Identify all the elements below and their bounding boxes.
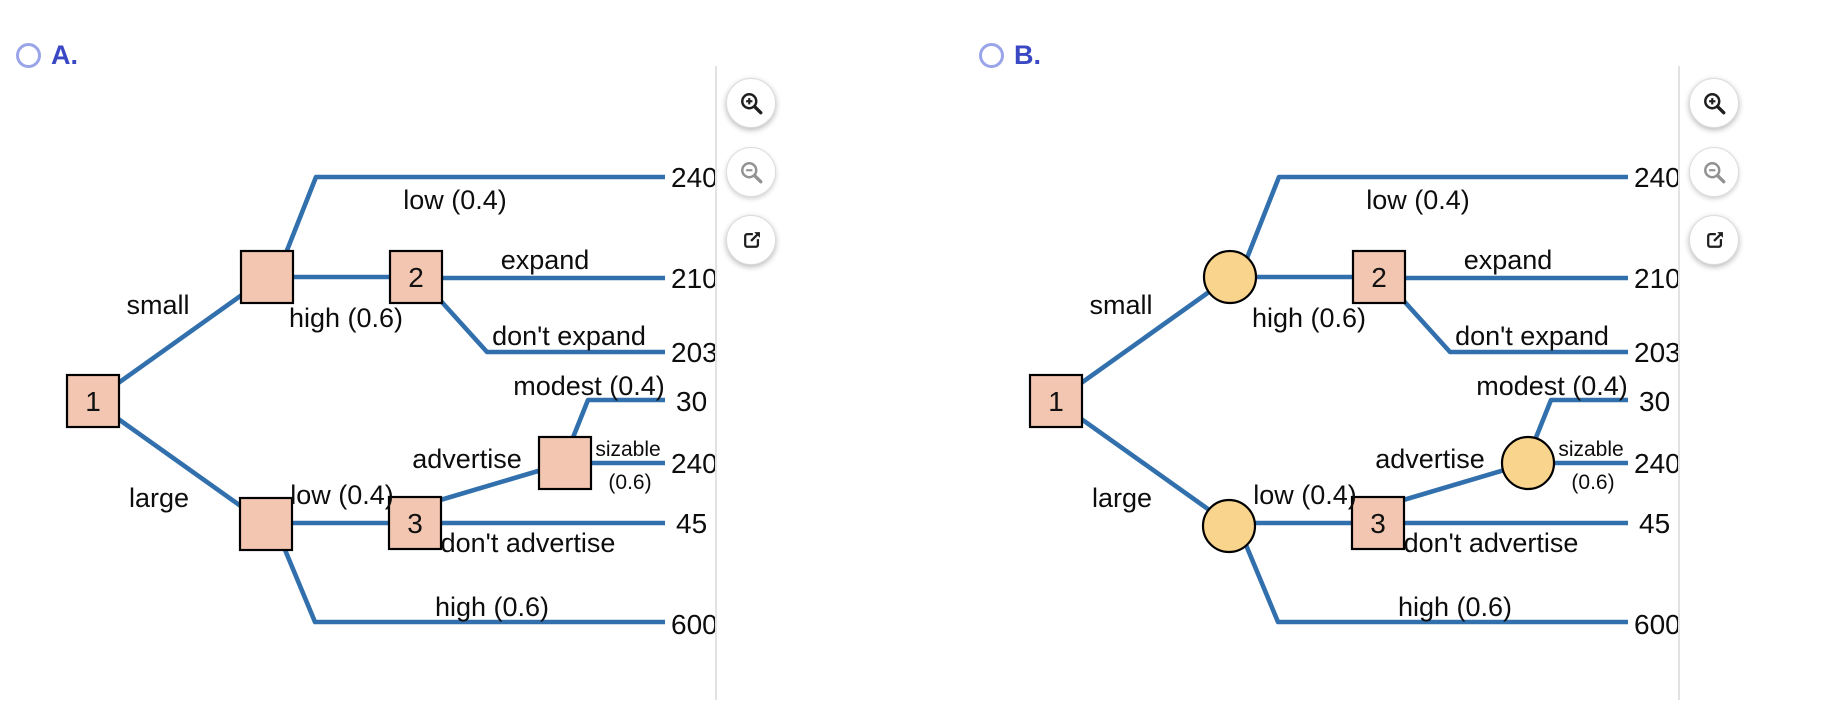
option-panel-b: B. <box>963 0 1763 708</box>
payoff-expand: 210 <box>1634 263 1681 294</box>
branch-label-dont-expand: don't expand <box>1455 321 1609 351</box>
option-panel-a: A. <box>0 0 800 708</box>
branch-label-sizable: sizable <box>1558 438 1623 461</box>
decision-tree-b: 1 2 3 small large low (0.4) high (0.6) e… <box>1028 162 1681 640</box>
payoff-low-small: 240 <box>1634 162 1681 193</box>
branch-label-large: large <box>129 483 189 513</box>
zoom-out-button[interactable] <box>726 147 776 197</box>
tree-payoffs: 240 210 203 30 240 45 600 <box>1634 162 1681 640</box>
branch-label-sizable-prob: (0.6) <box>608 471 651 494</box>
open-in-new-icon <box>743 231 760 248</box>
zoom-in-button[interactable] <box>1689 78 1739 128</box>
node-3-number: 3 <box>407 508 423 539</box>
branch-label-dont-advertise: don't advertise <box>1404 528 1579 558</box>
open-in-new-icon <box>1706 231 1723 248</box>
branch-label-low-large: low (0.4) <box>290 480 394 510</box>
branch-label-high-small: high (0.6) <box>289 303 403 333</box>
zoom-in-button[interactable] <box>726 78 776 128</box>
branch-label-high-large: high (0.6) <box>1398 592 1512 622</box>
chance-node-large <box>1201 498 1257 554</box>
branch-label-low-large: low (0.4) <box>1253 480 1357 510</box>
branch-label-high-large: high (0.6) <box>435 592 549 622</box>
zoom-in-icon <box>1703 92 1725 114</box>
tree-labels: small large low (0.4) high (0.6) expand … <box>126 185 664 622</box>
branch-label-low-small: low (0.4) <box>1366 185 1470 215</box>
decision-tree-a: 1 2 3 small large low (0.4) high (0.6) e… <box>65 162 718 640</box>
payoff-sizable: 240 <box>1634 448 1681 479</box>
tree-payoffs: 240 210 203 30 240 45 600 <box>671 162 718 640</box>
branch-label-large: large <box>1092 483 1152 513</box>
decision-node-1 <box>65 373 121 429</box>
payoff-dont-advertise: 45 <box>1639 508 1670 539</box>
node-2-number: 2 <box>408 262 424 293</box>
payoff-low-small: 240 <box>671 162 718 193</box>
option-a-radio[interactable] <box>16 43 41 68</box>
node-3-number: 3 <box>1370 508 1386 539</box>
payoff-high-large: 600 <box>1634 609 1681 640</box>
branch-label-advertise: advertise <box>1375 444 1485 474</box>
decision-node-1 <box>1028 373 1084 429</box>
open-in-new-button[interactable] <box>1689 215 1739 265</box>
node-1-number: 1 <box>85 386 101 417</box>
branch-label-small: small <box>1089 290 1152 320</box>
zoom-in-icon <box>740 92 762 114</box>
option-a-label: A. <box>51 40 78 70</box>
viewer-right-edge <box>715 66 717 700</box>
zoom-out-button[interactable] <box>1689 147 1739 197</box>
payoff-dont-advertise: 45 <box>676 508 707 539</box>
node-2-number: 2 <box>1371 262 1387 293</box>
node-1-number: 1 <box>1048 386 1064 417</box>
chance-node-large <box>238 496 294 552</box>
branch-label-sizable-prob: (0.6) <box>1571 471 1614 494</box>
zoom-out-icon <box>740 161 762 183</box>
payoff-dont-expand: 203 <box>1634 337 1681 368</box>
tree-nodes: 1 2 3 <box>1028 249 1556 554</box>
tree-viewport-a[interactable]: 1 2 3 small large low (0.4) high (0.6) e… <box>0 0 800 708</box>
decision-node-2 <box>388 249 444 305</box>
answer-choice-b: B. <box>979 40 1041 71</box>
branch-label-small: small <box>126 290 189 320</box>
branch-label-advertise: advertise <box>412 444 522 474</box>
branch-label-dont-expand: don't expand <box>492 321 646 351</box>
payoff-expand: 210 <box>671 263 718 294</box>
tree-viewport-b[interactable]: 1 2 3 small large low (0.4) high (0.6) e… <box>963 0 1763 708</box>
branch-label-expand: expand <box>1464 245 1553 275</box>
answer-choice-a: A. <box>16 40 78 71</box>
decision-node-2 <box>1351 249 1407 305</box>
branch-label-sizable: sizable <box>595 438 660 461</box>
open-in-new-button[interactable] <box>726 215 776 265</box>
chance-node-small <box>239 249 295 305</box>
payoff-modest: 30 <box>1639 386 1670 417</box>
tree-labels: small large low (0.4) high (0.6) expand … <box>1089 185 1627 622</box>
payoff-dont-expand: 203 <box>671 337 718 368</box>
branch-label-modest: modest (0.4) <box>1476 371 1628 401</box>
zoom-out-icon <box>1703 161 1725 183</box>
payoff-high-large: 600 <box>671 609 718 640</box>
payoff-modest: 30 <box>676 386 707 417</box>
chance-node-advertise <box>1500 435 1556 491</box>
option-b-radio[interactable] <box>979 43 1004 68</box>
branch-label-dont-advertise: don't advertise <box>441 528 616 558</box>
chance-node-advertise <box>537 435 593 491</box>
branch-label-modest: modest (0.4) <box>513 371 665 401</box>
tree-nodes: 1 2 3 <box>65 249 593 552</box>
option-b-label: B. <box>1014 40 1041 70</box>
payoff-sizable: 240 <box>671 448 718 479</box>
decision-node-3 <box>387 495 443 551</box>
branch-label-expand: expand <box>501 245 590 275</box>
chance-node-small <box>1202 249 1258 305</box>
viewer-right-edge <box>1678 66 1680 700</box>
branch-label-high-small: high (0.6) <box>1252 303 1366 333</box>
decision-node-3 <box>1350 495 1406 551</box>
branch-label-low-small: low (0.4) <box>403 185 507 215</box>
